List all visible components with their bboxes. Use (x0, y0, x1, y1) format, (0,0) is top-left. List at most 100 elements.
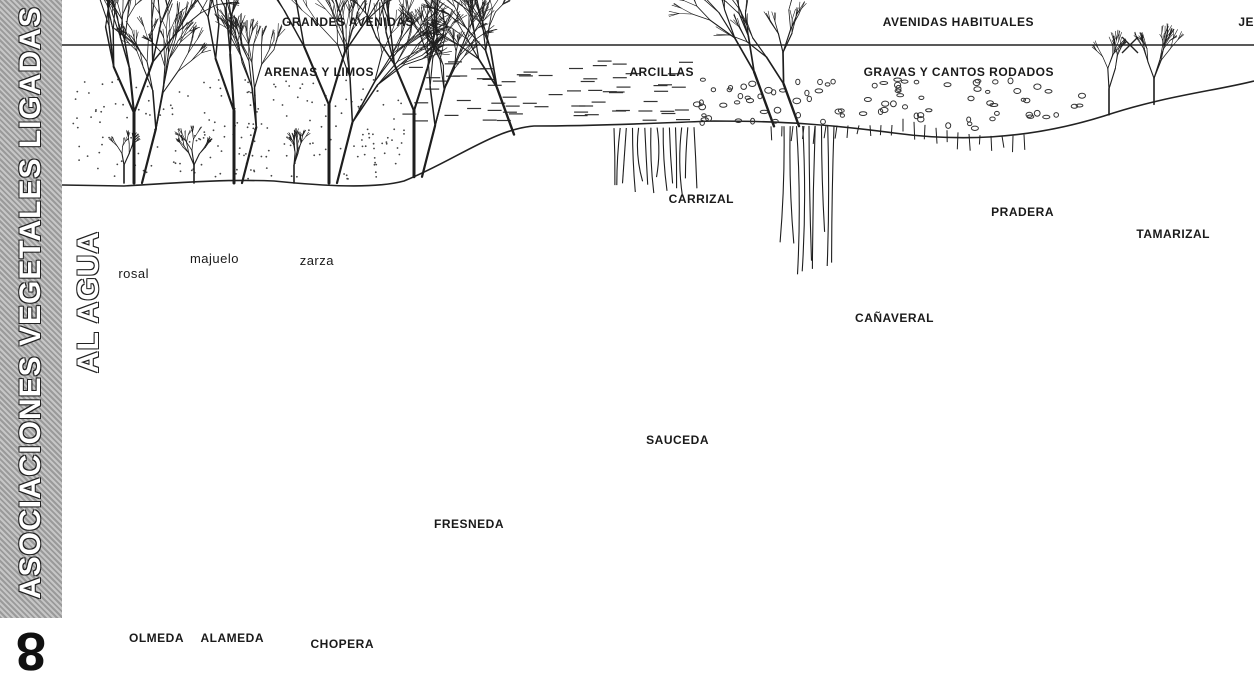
gravel-pebble (859, 112, 866, 116)
sand-dot (345, 80, 347, 82)
root-segment (194, 154, 199, 165)
sand-dot (102, 83, 104, 85)
grass-root (936, 128, 937, 144)
grass-root (969, 134, 970, 151)
gravel-pebble (734, 101, 739, 104)
sand-dot (374, 157, 376, 159)
sand-dot (250, 169, 252, 171)
gravel-pebble (818, 79, 823, 84)
gravel-pebble (720, 103, 727, 107)
root-segment (1108, 68, 1109, 88)
sand-dot (219, 173, 221, 175)
root-strand (617, 128, 620, 185)
sand-dot (377, 90, 379, 92)
sand-dot (391, 139, 393, 141)
sand-dot (224, 125, 226, 127)
sand-dot (201, 164, 203, 166)
label-olmeda: OLMEDA (129, 631, 184, 645)
sand-dot (335, 105, 337, 107)
sand-dot (99, 121, 101, 123)
sand-dot (238, 153, 240, 155)
label-zarza: zarza (300, 253, 334, 268)
sand-dot (325, 149, 327, 151)
gravel-pebble (700, 78, 705, 81)
sand-dot (286, 155, 288, 157)
root-strand (623, 128, 627, 183)
sand-dot (101, 144, 103, 146)
sand-dot (308, 129, 310, 131)
root-segment (492, 0, 499, 8)
root-segment (137, 51, 143, 67)
root-segment (252, 62, 255, 88)
root-segment (798, 3, 807, 12)
sand-dot (365, 145, 367, 147)
sand-dot (180, 170, 182, 172)
sand-dot (204, 134, 206, 136)
gravel-pebble (1027, 115, 1034, 118)
root-segment (208, 17, 216, 59)
root-rosal (109, 130, 140, 183)
sand-dot (285, 80, 287, 82)
sand-dot (98, 152, 100, 154)
root-segment (147, 40, 148, 62)
grass-root (957, 132, 958, 149)
page-number: 8 (0, 618, 62, 681)
sand-dot (397, 100, 399, 102)
grass-root (835, 126, 837, 139)
root-segment (122, 146, 123, 153)
root-canaveral (780, 126, 834, 275)
sand-dot (179, 91, 181, 93)
gravel-pebble (872, 83, 877, 88)
sand-dot (208, 119, 210, 121)
label-carrizal: CARRIZAL (669, 192, 734, 206)
root-segment (255, 65, 262, 89)
sand-dot (221, 150, 223, 152)
root-segment (455, 7, 467, 28)
root-segment (1160, 34, 1163, 40)
root-segment (674, 3, 681, 8)
root-segment (343, 6, 345, 16)
gravel-pebble (825, 83, 830, 86)
label-grandes-avenidas: GRANDES AVENIDAS (282, 15, 414, 29)
sand-dot (357, 156, 359, 158)
gravel-pebble (864, 98, 871, 102)
sand-dot (403, 129, 405, 131)
sand-dot (311, 101, 313, 103)
root-segment (681, 8, 692, 14)
sand-dot (362, 134, 364, 136)
grass-root (1024, 135, 1025, 150)
sand-dot (151, 165, 153, 167)
root-segment (169, 41, 178, 60)
root-segment (1097, 51, 1103, 57)
root-strand (694, 127, 697, 188)
root-segment (714, 35, 730, 36)
root-segment (430, 58, 433, 87)
label-alameda: ALAMEDA (201, 631, 265, 645)
sand-dot (373, 143, 375, 145)
sand-dot (346, 178, 348, 180)
root-segment (427, 32, 428, 56)
root-segment (192, 53, 202, 61)
sand-dot (88, 92, 90, 94)
sand-dot (217, 145, 219, 147)
gravel-pebble (926, 109, 932, 112)
sand-dot (324, 104, 326, 106)
sand-dot (189, 141, 191, 143)
gravel-pebble (944, 83, 951, 87)
sand-dot (346, 174, 348, 176)
label-arenas-limos: ARENAS Y LIMOS (264, 65, 374, 79)
root-segment (1109, 69, 1115, 89)
gravel-pebble (774, 107, 781, 113)
label-sauceda: SAUCEDA (646, 433, 709, 447)
gravel-pebble (971, 126, 978, 130)
sand-dot (76, 91, 78, 93)
gravel-pebble (741, 84, 747, 89)
gravel-pebble (891, 101, 897, 107)
title-band: ASOCIACIONES VEGETALES LIGADAS AL AGUA 8 (0, 0, 62, 681)
gravel-pebble (882, 101, 889, 106)
root-segment (495, 3, 504, 12)
gravel-pebble (831, 79, 835, 84)
gravel-pebble (1014, 89, 1021, 94)
sand-dot (209, 87, 211, 89)
root-segment (673, 0, 684, 1)
